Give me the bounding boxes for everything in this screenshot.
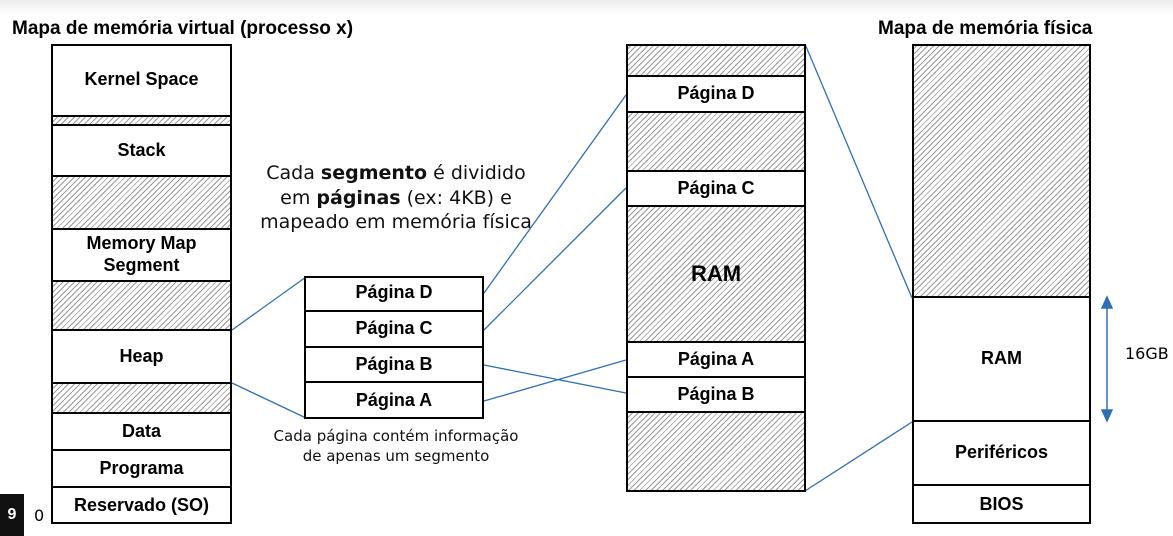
ram-gap-top bbox=[626, 44, 806, 77]
physical-memory-map: RAM Periféricos BIOS bbox=[912, 44, 1091, 524]
slide-number: 9 bbox=[7, 506, 17, 523]
caption-bold-paginas: páginas bbox=[316, 186, 401, 209]
mmap-gap bbox=[51, 282, 232, 331]
virtual-map-title: Mapa de memória virtual (processo x) bbox=[12, 18, 354, 39]
ram-size-label: 16GB bbox=[1125, 344, 1169, 363]
top-strip bbox=[0, 0, 1173, 14]
heap-segment: Heap bbox=[51, 331, 232, 384]
physical-map-title: Mapa de memória física bbox=[878, 18, 1093, 39]
page-b-mapping-line bbox=[483, 364, 627, 394]
address-zero-label: 0 bbox=[34, 506, 45, 525]
kernel-gap bbox=[51, 117, 232, 126]
virtual-memory-map: Kernel Space Stack Memory Map Segment He… bbox=[51, 44, 232, 524]
memory-map-segment: Memory Map Segment bbox=[51, 230, 232, 282]
caption-text: Cada segmento é dividido em páginas (ex:… bbox=[260, 162, 532, 234]
ram-page-a: Página A bbox=[626, 343, 806, 378]
heap-to-pages-bottom-line bbox=[231, 382, 307, 419]
page-d: Página D bbox=[304, 276, 484, 312]
kernel-space-segment: Kernel Space bbox=[51, 44, 232, 117]
ram-page-c: Página C bbox=[626, 172, 806, 207]
physical-peripherals: Periféricos bbox=[912, 422, 1091, 486]
page-c: Página C bbox=[304, 312, 484, 348]
zoom-bottom-line bbox=[804, 421, 913, 492]
page-a: Página A bbox=[304, 383, 484, 419]
page-b: Página B bbox=[304, 348, 484, 383]
ram-page-b: Página B bbox=[626, 378, 806, 413]
size-arrow bbox=[1100, 295, 1114, 423]
reserved-segment: Reservado (SO) bbox=[51, 488, 232, 524]
page-d-mapping-line bbox=[483, 94, 627, 294]
slide-number-badge: 9 bbox=[0, 494, 24, 536]
physical-ram: RAM bbox=[912, 298, 1091, 422]
data-segment: Data bbox=[51, 414, 232, 451]
stack-gap bbox=[51, 177, 232, 230]
page-c-mapping-line bbox=[483, 187, 627, 331]
ram-block: RAM bbox=[626, 207, 806, 343]
stack-segment: Stack bbox=[51, 126, 232, 177]
zoom-top-line bbox=[804, 43, 913, 299]
ram-page-d: Página D bbox=[626, 77, 806, 113]
physical-unused bbox=[912, 44, 1091, 298]
ram-gap-bottom bbox=[626, 413, 806, 492]
ram-gap-2 bbox=[626, 113, 806, 172]
program-segment: Programa bbox=[51, 451, 232, 488]
heap-to-pages-top-line bbox=[231, 276, 307, 331]
ram-pages-column: Página D Página C RAM Página A Página B bbox=[626, 44, 806, 492]
heap-gap bbox=[51, 384, 232, 414]
page-a-mapping-line bbox=[483, 359, 627, 402]
caption-bold-segmento: segmento bbox=[320, 162, 428, 184]
page-note: Cada página contém informação de apenas … bbox=[273, 427, 519, 466]
physical-bios: BIOS bbox=[912, 486, 1091, 524]
pages-list: Página D Página C Página B Página A bbox=[304, 276, 484, 419]
